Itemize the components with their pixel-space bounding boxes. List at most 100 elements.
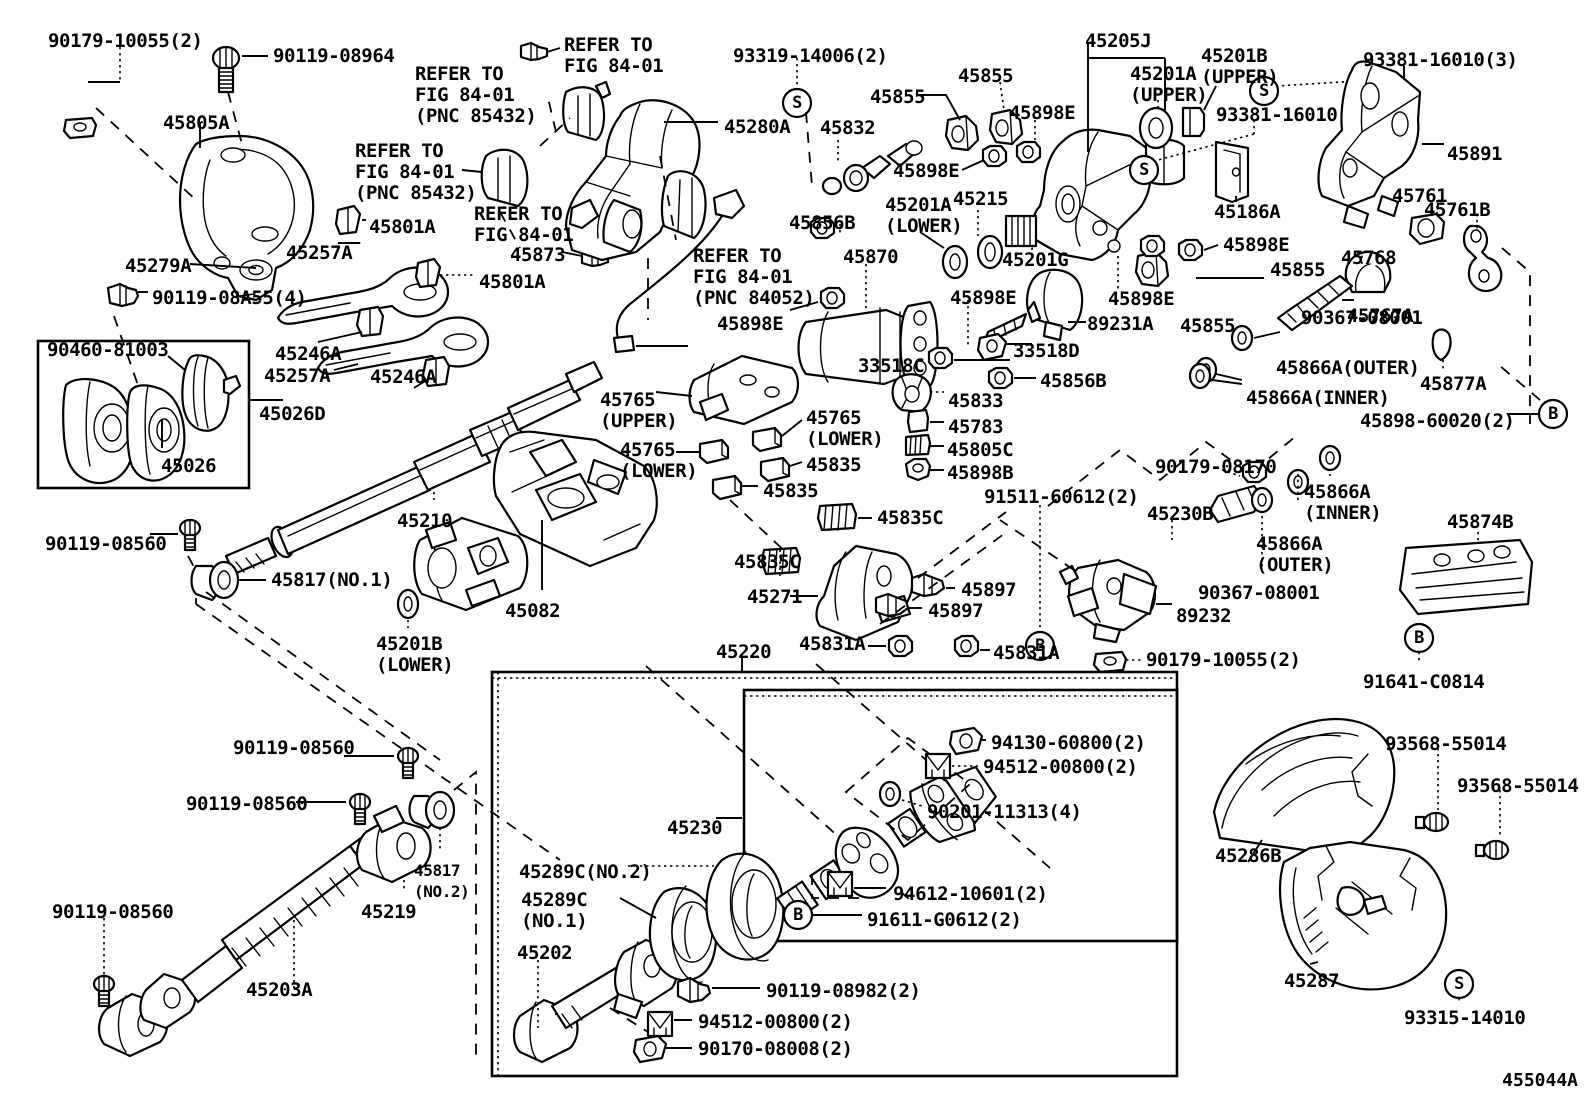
part-45817-no2	[408, 790, 456, 830]
part-90179-10055-nut	[62, 116, 98, 140]
part-45891-bracket	[1317, 60, 1422, 230]
part-45855-bolt-a	[944, 114, 980, 152]
label-93568-55014-b: 93568-55014	[1457, 775, 1579, 797]
part-45289c-no2-ring	[705, 851, 785, 962]
label-45898e-a: 45898E	[1009, 102, 1076, 124]
part-45257a-lever-upper	[276, 266, 450, 325]
label-45855-b: 45855	[958, 65, 1014, 87]
label-45866a-outer-a: 45866A(OUTER)	[1276, 357, 1420, 379]
label-93315-14010: 93315-14010	[1404, 1007, 1526, 1029]
part-45761b-link	[1462, 224, 1503, 292]
label-90119-08560-d: 90119-08560	[52, 901, 174, 923]
label-91511-60612: 91511-60612(2)	[984, 486, 1139, 508]
part-45203a-shaft	[98, 828, 386, 1058]
part-45783-block	[906, 408, 930, 434]
part-93568-55014-bolt-b	[1474, 839, 1510, 861]
part-45898e-nut-b	[1015, 140, 1042, 164]
label-93319-14006: 93319-14006(2)	[733, 45, 888, 67]
part-45877a-plug	[1431, 328, 1452, 362]
part-89231a-actuator	[982, 268, 1084, 346]
label-45289c-no2: 45289C(NO.2)	[519, 861, 652, 883]
part-45898e-nut-e	[819, 286, 846, 310]
part-94612-10601-washer	[826, 870, 854, 898]
label-refer-fig8401-pnc85432-a: REFER TO FIG 84-01 (PNC 85432)	[415, 63, 537, 127]
part-45219-joint	[356, 804, 432, 884]
label-45761: 45761	[1392, 185, 1448, 207]
label-45817-no1: 45817(NO.1)	[271, 569, 393, 591]
label-45873: 45873	[510, 244, 566, 266]
part-45866a-inner-c	[1318, 444, 1342, 472]
part-45286b-upper-cover	[1212, 717, 1396, 858]
label-45833: 45833	[948, 390, 1004, 412]
marker-label-b1: B	[1548, 404, 1558, 424]
part-45898e-nut-f	[927, 346, 954, 370]
part-45898e-nut-d	[1139, 234, 1166, 258]
part-45186a-bracket	[1214, 140, 1250, 204]
label-45257a-a: 45257A	[286, 242, 353, 264]
label-93381-16010-3: 93381-16010(3)	[1363, 49, 1518, 71]
label-45220: 45220	[716, 641, 772, 663]
label-45870: 45870	[843, 246, 899, 268]
label-45783: 45783	[948, 416, 1004, 438]
part-90170-08008-nut	[632, 1034, 668, 1064]
label-45765-lower-a: 45765 (LOWER)	[806, 407, 884, 450]
label-45856b-a: 45856B	[789, 212, 856, 234]
label-90367-08001-a: 90367-08001	[1301, 307, 1423, 329]
part-45201b-seal	[1181, 106, 1206, 138]
part-45289c-no1-ring	[648, 885, 718, 983]
part-45082-plate	[492, 430, 658, 568]
label-45765-upper: 45765 (UPPER)	[600, 389, 678, 432]
part-90119-08560-bolt-b	[92, 974, 116, 1008]
part-90119-08982-bolt	[676, 976, 712, 1004]
label-45866a-inner-a: 45866A(INNER)	[1246, 387, 1390, 409]
label-45805c: 45805C	[947, 439, 1014, 461]
label-45768: 45768	[1341, 247, 1397, 269]
label-90119-08560-b: 90119-08560	[233, 737, 355, 759]
label-94612-10601: 94612-10601(2)	[893, 883, 1048, 905]
part-90119-08964-bolt	[211, 45, 241, 94]
label-90179-10055-b: 90179-10055(2)	[1146, 649, 1301, 671]
part-45805a-bracket	[178, 134, 315, 302]
part-45082-tube	[413, 516, 529, 612]
label-94130-60800: 94130-60800(2)	[991, 732, 1146, 754]
marker-label-b4: B	[793, 905, 803, 925]
part-90119-08560-bolt-d	[396, 746, 420, 780]
part-45835-clip-a	[759, 456, 791, 483]
part-45215-washer	[976, 234, 1004, 270]
part-45271-bracket	[815, 544, 914, 642]
label-45761b: 45761B	[1424, 199, 1491, 221]
label-45805a: 45805A	[163, 112, 230, 134]
part-93568-55014-bolt-a	[1414, 811, 1450, 833]
label-91611-g0612: 91611-G0612(2)	[867, 909, 1022, 931]
part-45898e-nut-a	[981, 144, 1008, 168]
label-45215: 45215	[953, 188, 1009, 210]
part-45765-upper	[688, 354, 800, 426]
label-90119-08a55: 90119-08A55(4)	[152, 287, 307, 309]
label-33518d: 33518D	[1013, 340, 1080, 362]
marker-label-b3: B	[1414, 628, 1424, 648]
label-45835c-b: 45835C	[734, 551, 801, 573]
label-45801a-a: 45801A	[369, 216, 436, 238]
label-90179-08170: 90179-08170	[1155, 456, 1277, 478]
marker-label-s3: S	[1139, 160, 1149, 180]
part-45866a-inner-a	[1188, 362, 1212, 390]
part-45287-lower-cover	[1278, 840, 1448, 991]
part-33518d-clip	[976, 332, 1008, 362]
part-45202-shaft	[512, 938, 679, 1064]
label-93381-16010: 93381-16010	[1216, 104, 1338, 126]
part-45856b-nut	[987, 366, 1014, 390]
label-45186a: 45186A	[1214, 201, 1281, 223]
label-45026: 45026	[161, 455, 217, 477]
label-45201a-lower: 45201A (LOWER)	[885, 194, 963, 237]
label-94512-00800-b: 94512-00800(2)	[698, 1011, 853, 1033]
inset-box-45026d	[36, 339, 251, 490]
label-refer-fig8401-b: REFER TO FIG 84-01	[474, 203, 574, 246]
label-45767a: 45767A	[1347, 305, 1414, 327]
label-45279a: 45279A	[125, 255, 192, 277]
label-90170-08008: 90170-08008(2)	[698, 1038, 853, 1060]
marker-label-b2: B	[1035, 636, 1045, 656]
label-45289c-no1: 45289C (NO.1)	[521, 889, 588, 932]
label-45898b: 45898B	[947, 462, 1014, 484]
part-45761-bush	[1408, 212, 1446, 246]
